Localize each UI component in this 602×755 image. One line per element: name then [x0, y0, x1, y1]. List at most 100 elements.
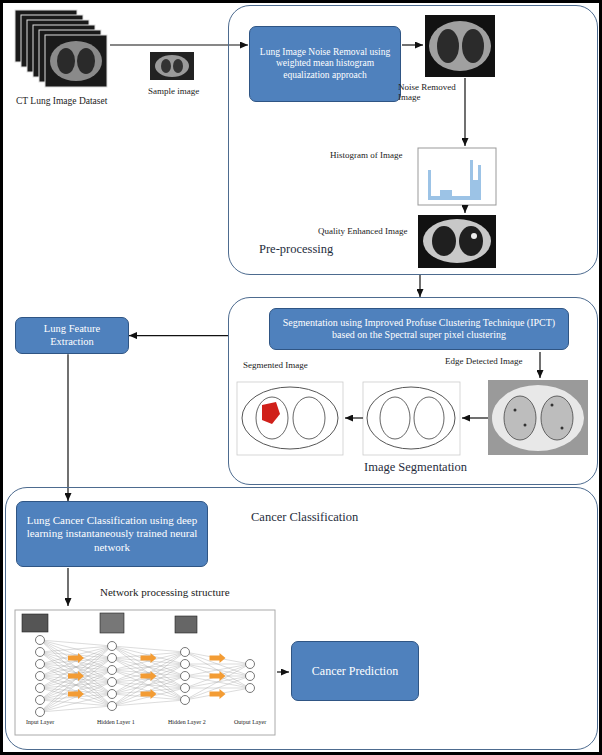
- stage-panel: Image SegmentationSegmentation using Imp…: [228, 297, 598, 485]
- neuron: [181, 684, 190, 693]
- flow-arrow: [67, 568, 68, 606]
- network-link: [112, 646, 185, 700]
- edge-detected-image: [488, 380, 588, 455]
- box-text: Lung Image Noise Removal using weighted …: [258, 47, 392, 81]
- network-link: [112, 676, 185, 706]
- neuron: [181, 660, 190, 669]
- flow-arrow: [464, 78, 465, 146]
- contour-image: [363, 382, 460, 455]
- flow-arrow: [539, 352, 540, 378]
- histogram-image: [422, 160, 492, 200]
- network-link: [40, 670, 112, 712]
- neuron: [36, 684, 45, 693]
- box-text: Lung Feature Extraction: [24, 323, 120, 348]
- flow-arrow: [345, 417, 363, 418]
- layer-arrow: [141, 671, 157, 681]
- layer-arrow: [141, 653, 157, 663]
- network-illustration: [22, 614, 48, 632]
- edge-detected-image: [488, 380, 588, 455]
- segmented-image: [262, 402, 280, 424]
- ct-stack: [15, 10, 107, 87]
- edge-detected-image: [492, 385, 584, 451]
- network-link: [112, 652, 185, 682]
- network-link: [40, 640, 112, 646]
- quality-enhanced-image: [418, 215, 496, 268]
- network-link: [112, 652, 185, 706]
- quality-enhanced-image: [471, 233, 477, 239]
- neuron: [36, 648, 45, 657]
- ct-stack: [57, 48, 75, 74]
- neuron: [36, 660, 45, 669]
- sample-image: [161, 59, 171, 73]
- layer-name: Input Layer: [26, 719, 54, 726]
- quality-enhanced-image: [418, 215, 496, 268]
- neuron: [108, 642, 117, 651]
- edge-detected-image: [541, 396, 573, 440]
- flow-arrow: [129, 335, 228, 336]
- network-link: [185, 664, 250, 688]
- network-link: [40, 640, 112, 682]
- segmented-image: [256, 397, 288, 439]
- edge-detected-image: [524, 424, 527, 427]
- layer-arrow: [68, 671, 84, 681]
- image-caption: Edge Detected Image: [445, 356, 522, 366]
- image-caption: Noise Removed Image: [398, 82, 460, 103]
- network-link: [40, 646, 112, 700]
- network-link: [40, 640, 112, 706]
- sample-image: [173, 59, 183, 73]
- neuron: [36, 636, 45, 645]
- stage-panel: Cancer ClassificationLung Cancer Classif…: [5, 487, 598, 750]
- network-link: [112, 652, 185, 694]
- network-link: [40, 658, 112, 712]
- network-link: [112, 646, 185, 676]
- ct-stack: [50, 41, 102, 81]
- flow-arrow: [462, 417, 488, 418]
- noise-removed-image: [462, 29, 484, 63]
- flow-arrow: [67, 354, 68, 501]
- network-link: [185, 652, 250, 688]
- neuron: [246, 660, 255, 669]
- network-illustration: [175, 616, 197, 633]
- box-text: Cancer Prediction: [312, 664, 398, 678]
- noise-removed-image: [425, 15, 495, 77]
- network-link: [40, 640, 112, 670]
- histogram-image: [418, 148, 496, 205]
- image-caption: Histogram of Image: [330, 150, 402, 160]
- neuron: [36, 696, 45, 705]
- contour-image: [380, 397, 410, 439]
- neuron: [108, 654, 117, 663]
- network-link: [185, 664, 250, 700]
- neuron: [108, 690, 117, 699]
- sample-image: [155, 55, 189, 77]
- quality-enhanced-image: [459, 226, 483, 256]
- neuron: [108, 666, 117, 675]
- segmented-image: [237, 382, 343, 455]
- network-link: [185, 664, 250, 688]
- network-link: [112, 688, 185, 706]
- process-box: Lung Feature Extraction: [15, 317, 129, 354]
- ct-stack: [77, 48, 95, 74]
- sample-image: [150, 52, 194, 80]
- panel-heading: Image Segmentation: [364, 460, 467, 475]
- edge-detected-image: [551, 404, 554, 407]
- process-box: Lung Image Noise Removal using weighted …: [249, 26, 401, 102]
- flow-arrow: [402, 44, 423, 45]
- network-link: [112, 646, 185, 652]
- layer-arrow: [141, 689, 157, 699]
- process-box: Cancer Prediction: [291, 641, 419, 701]
- network-link: [40, 646, 112, 712]
- contour-image: [363, 382, 460, 455]
- histogram-image: [418, 148, 496, 205]
- network-link: [40, 646, 112, 676]
- flow-arrow: [419, 275, 420, 297]
- layer-arrow: [68, 689, 84, 699]
- edge-detected-image: [504, 396, 536, 440]
- layer-arrow: [210, 653, 226, 663]
- layer-arrow: [210, 689, 226, 699]
- network-mesh: [36, 636, 255, 717]
- image-caption: Quality Enhanced Image: [318, 226, 407, 236]
- sample-image: [150, 52, 194, 80]
- neuron: [246, 684, 255, 693]
- image-caption: Segmented Image: [243, 360, 308, 370]
- network-link: [40, 706, 112, 712]
